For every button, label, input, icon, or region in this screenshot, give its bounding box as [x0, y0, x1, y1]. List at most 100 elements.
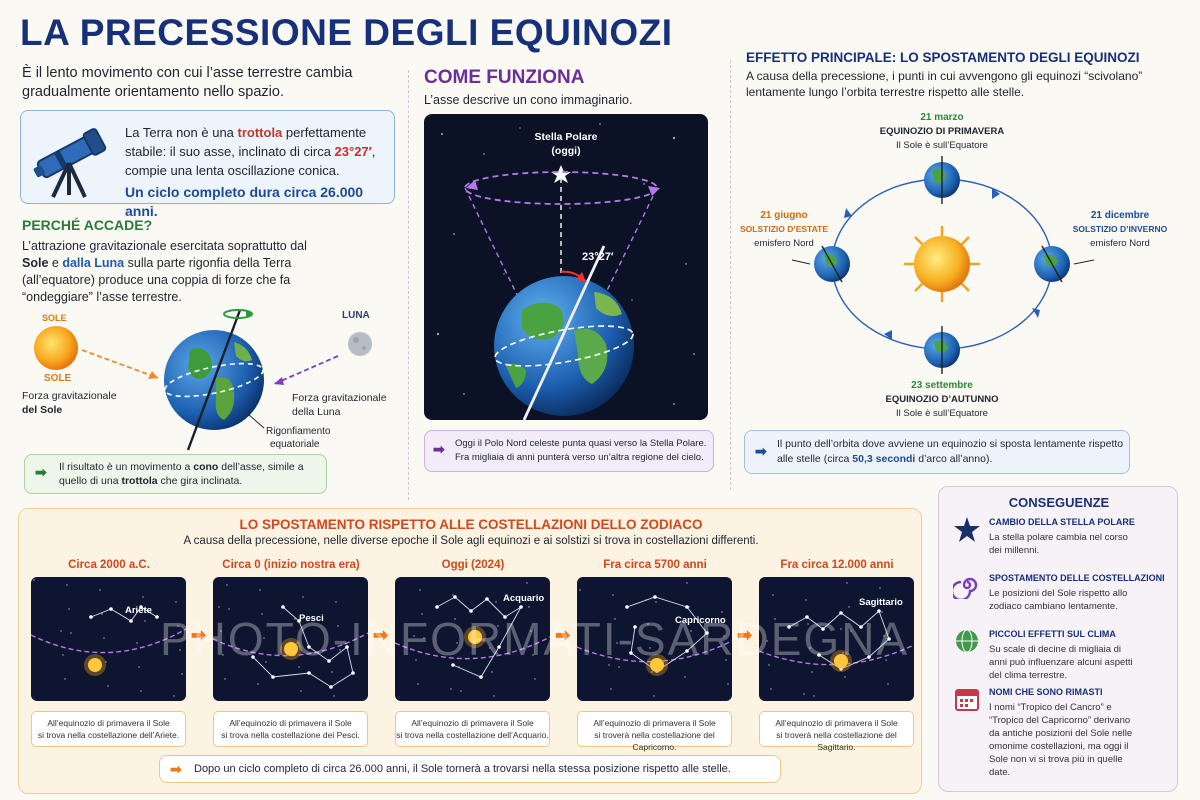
september-date: 23 settembre: [911, 380, 973, 391]
zodiac-sub: A causa della precessione, nelle diverse…: [183, 535, 759, 547]
sun-icon: [646, 654, 668, 676]
force-sun-label-2: del Sole: [22, 404, 62, 416]
arrow-right-icon: ➡: [35, 464, 47, 480]
why-text: L’attrazione gravitazionale esercitata s…: [22, 239, 307, 304]
sun-icon: [830, 650, 852, 672]
consequence-text: Su scale di decine di migliaia di anni p…: [989, 644, 1133, 681]
keyword-trottola: trottola: [237, 125, 283, 140]
page-title: LA PRECESSIONE DEGLI EQUINOZI: [20, 12, 673, 53]
why-heading: PERCHÉ ACCADE?: [22, 217, 153, 233]
force-moon-label-2: della Luna: [292, 406, 341, 418]
bulge-label-2: equatoriale: [270, 439, 320, 450]
zodiac-panel: LO SPOSTAMENTO RISPETTO ALLE COSTELLAZIO…: [18, 508, 922, 794]
constellation-label: Pesci: [299, 613, 324, 624]
zodiac-heading: LO SPOSTAMENTO RISPETTO ALLE COSTELLAZIO…: [239, 517, 703, 532]
calendar-icon: [953, 685, 981, 718]
june-name: SOLSTIZIO D’ESTATE: [740, 224, 828, 234]
sun-icon: [464, 626, 486, 648]
era-sky-image: Sagittario: [759, 577, 914, 701]
cycle-duration: Un ciclo completo dura circa 26.000 anni…: [125, 184, 364, 219]
march-name: EQUINOZIO DI PRIMAVERA: [880, 126, 1005, 137]
how-sub: L’asse descrive un cono immaginario.: [424, 93, 633, 107]
june-date: 21 giugno: [760, 210, 807, 221]
era-title: Circa 2000 a.C.: [68, 559, 150, 571]
arrow-right-icon: ➡: [373, 625, 389, 645]
earth-globe-icon: [494, 276, 634, 416]
effect-heading: EFFETTO PRINCIPALE: LO SPOSTAMENTO DEGLI…: [746, 50, 1140, 65]
arrow-right-icon: ➡: [737, 625, 753, 645]
december-desc: emisfero Nord: [1090, 238, 1150, 249]
orbit-diagram: 21 marzo EQUINOZIO DI PRIMAVERA Il Sole …: [740, 112, 1168, 419]
sun-icon: [280, 638, 302, 660]
era-title: Fra circa 5700 anni: [603, 559, 707, 571]
era-sky-image: Pesci: [213, 577, 368, 701]
era-title: Oggi (2024): [441, 559, 505, 571]
polaris-star-icon: [551, 165, 571, 183]
constellation-label: Capricorno: [675, 615, 726, 626]
march-desc: Il Sole è sull’Equatore: [896, 140, 988, 151]
consequences-heading: CONSEGUENZE: [1008, 495, 1110, 510]
consequence-title: PICCOLI EFFETTI SUL CLIMA: [989, 629, 1116, 639]
december-name: SOLSTIZIO D’INVERNO: [1073, 224, 1168, 234]
globe-icon: [953, 627, 981, 660]
sun-icon: [34, 326, 78, 370]
gravity-diagram: SOLE SOLE Forza gravitazionale del Sole …: [22, 309, 387, 451]
consequence-text: I nomi “Tropico del Cancro” e “Tropico d…: [989, 702, 1133, 778]
consequence-title: NOMI CHE SONO RIMASTI: [989, 687, 1103, 697]
divider-1: [408, 70, 409, 500]
era-title: Fra circa 12.000 anni: [780, 559, 894, 571]
cone-angle-label: 23°27′: [582, 251, 614, 263]
september-name: EQUINOZIO D’AUTUNNO: [886, 394, 999, 405]
consequence-text: La stella polare cambia nel corso dei mi…: [989, 532, 1128, 556]
zodiac-footer-box: ➡ Dopo un ciclo completo di circa 26.000…: [159, 755, 781, 783]
sun-label-top: SOLE: [42, 313, 67, 323]
consequence-title: CAMBIO DELLA STELLA POLARE: [989, 517, 1135, 527]
sun-center-icon: [904, 226, 980, 302]
moon-label: LUNA: [342, 310, 370, 321]
era-title: Circa 0 (inizio nostra era): [222, 559, 360, 571]
result-box: ➡ Il risultato è un movimento a cono del…: [24, 454, 327, 494]
arrow-right-icon: ➡: [170, 761, 182, 777]
effect-note-box: ➡ Il punto dell’orbita dove avviene un e…: [744, 430, 1130, 474]
force-sun-label: Forza gravitazionale: [22, 390, 117, 402]
march-date: 21 marzo: [920, 112, 963, 123]
december-date: 21 dicembre: [1091, 210, 1150, 221]
effect-note: Il punto dell’orbita dove avviene un equ…: [777, 438, 1124, 465]
star-icon: [953, 515, 981, 548]
arrow-right-icon: ➡: [555, 625, 571, 645]
telescope-text: La Terra non è una trottola perfettament…: [125, 123, 387, 221]
force-moon-label: Forza gravitazionale: [292, 392, 387, 404]
arrow-right-icon: ➡: [433, 441, 445, 457]
era-sky-image: Capricorno: [577, 577, 732, 701]
june-desc: emisfero Nord: [754, 238, 814, 249]
zodiac-footer: Dopo un ciclo completo di circa 26.000 a…: [194, 763, 731, 775]
telescope-icon: [33, 128, 107, 198]
consequence-text: Le posizioni del Sole rispetto allo zodi…: [989, 588, 1128, 612]
moon-icon: [348, 332, 372, 356]
cone-diagram: Stella Polare (oggi) 23°27′: [424, 114, 708, 420]
era-sky-image: Ariete: [31, 577, 186, 701]
constellation-label: Acquario: [503, 593, 544, 604]
intro-text: È il lento movimento con cui l’asse terr…: [22, 65, 353, 100]
result-text: Il risultato è un movimento a cono dell’…: [59, 461, 304, 487]
arrow-right-icon: ➡: [191, 625, 207, 645]
spiral-icon: [950, 571, 981, 604]
how-heading: COME FUNZIONA: [424, 67, 585, 88]
september-desc: Il Sole è sull’Equatore: [896, 408, 988, 419]
how-note-box: ➡ Oggi il Polo Nord celeste punta quasi …: [424, 430, 714, 472]
effect-sub: A causa della precessione, i punti in cu…: [746, 69, 1143, 99]
polaris-label-2: (oggi): [551, 145, 580, 157]
era-sky-image: Acquario: [395, 577, 550, 701]
telescope-box: La Terra non è una trottola perfettament…: [20, 110, 395, 219]
divider-2: [730, 60, 731, 490]
consequences-panel: CONSEGUENZE CAMBIO DELLA STELLA POLARE La…: [938, 486, 1178, 792]
sun-label: SOLE: [44, 373, 72, 384]
polaris-label: Stella Polare: [534, 131, 597, 143]
constellation-label: Sagittario: [859, 597, 903, 608]
arrow-right-icon: ➡: [755, 443, 767, 459]
axis-angle: 23°27′: [334, 144, 372, 159]
